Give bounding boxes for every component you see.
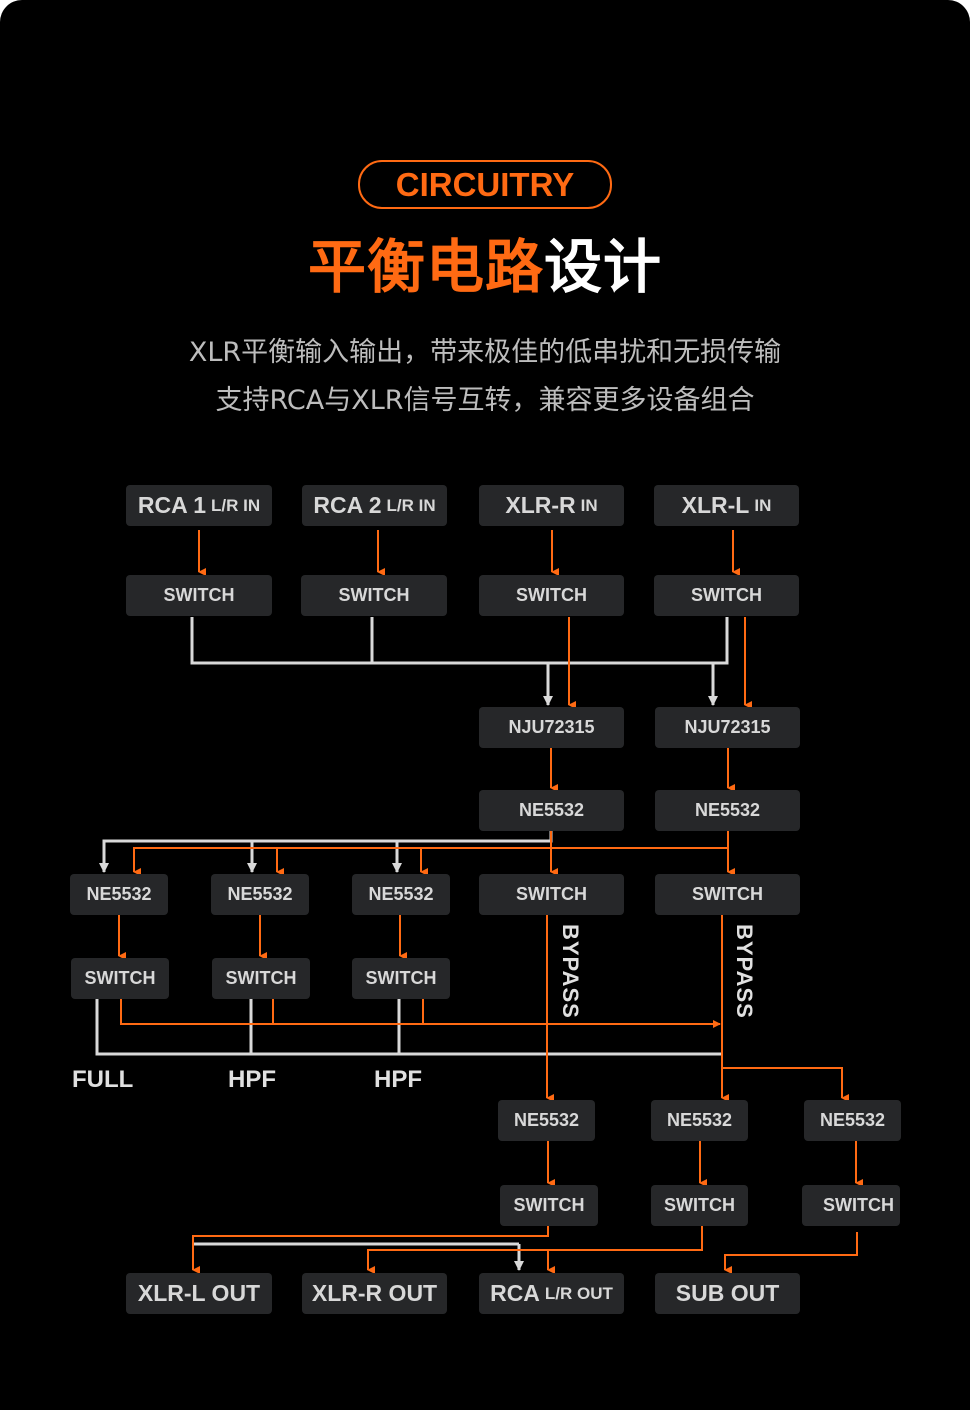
output-sub: SUB OUT bbox=[655, 1273, 800, 1314]
switch-box: SWITCH bbox=[651, 1185, 748, 1226]
input-label: RCA 1 bbox=[137, 492, 207, 518]
bypass-label: BYPASS bbox=[558, 924, 583, 1019]
output-xlr-r: XLR-R OUT bbox=[302, 1273, 447, 1314]
switch-box: SWITCH bbox=[654, 575, 799, 616]
subtitle-line-2: 支持RCA与XLR信号互转，兼容更多设备组合 bbox=[215, 385, 755, 416]
output-label: XLR-R OUT bbox=[311, 1280, 438, 1306]
output-label: XLR-L OUT bbox=[137, 1280, 261, 1306]
bypass-label: BYPASS bbox=[732, 924, 757, 1019]
switch-box: SWITCH bbox=[71, 958, 169, 999]
switch-box: SWITCH bbox=[352, 958, 450, 999]
switch-box: SWITCH bbox=[655, 874, 800, 915]
switch-box: SWITCH bbox=[301, 575, 447, 616]
input-label: XLR-L bbox=[681, 492, 750, 518]
input-suffix: L/R IN bbox=[211, 495, 261, 515]
input-suffix: L/R IN bbox=[386, 495, 436, 515]
input-label: RCA 2 bbox=[313, 492, 382, 518]
nju-box: NJU72315 bbox=[655, 707, 800, 748]
output-xlr-l: XLR-L OUT bbox=[126, 1273, 272, 1314]
ne5532-box: NE5532 bbox=[352, 874, 450, 915]
input-suffix: IN bbox=[754, 495, 772, 515]
subtitle-line-1: XLR平衡输入输出，带来极佳的低串扰和无损传输 bbox=[188, 337, 782, 368]
filter-label-full: FULL bbox=[72, 1066, 134, 1093]
filter-label-hpf: HPF bbox=[228, 1066, 276, 1093]
ne5532-box: NE5532 bbox=[70, 874, 168, 915]
filter-label-hpf: HPF bbox=[374, 1066, 422, 1093]
switch-box: SWITCH bbox=[500, 1185, 598, 1226]
title-orange: 平衡电路 bbox=[307, 233, 544, 301]
ne5532-box: NE5532 bbox=[804, 1100, 901, 1141]
switch-box: SWITCH bbox=[126, 575, 272, 616]
output-suffix: L/R OUT bbox=[544, 1283, 613, 1303]
input-label: XLR-R bbox=[505, 492, 576, 518]
nju-box: NJU72315 bbox=[479, 707, 624, 748]
output-label: RCA bbox=[490, 1280, 540, 1306]
circuitry-badge: CIRCUITRY bbox=[358, 160, 612, 209]
ne5532-box: NE5532 bbox=[498, 1100, 595, 1141]
page-title: 平衡电路设计 bbox=[0, 220, 970, 304]
ne5532-box: NE5532 bbox=[655, 790, 800, 831]
switch-box: SWITCH bbox=[479, 874, 624, 915]
switch-box: SWITCH bbox=[479, 575, 624, 616]
switch-box: SWITCH bbox=[802, 1185, 900, 1226]
ne5532-box: NE5532 bbox=[211, 874, 309, 915]
ne5532-box: NE5532 bbox=[651, 1100, 748, 1141]
title-white: 设计 bbox=[544, 233, 663, 301]
switch-box: SWITCH bbox=[212, 958, 310, 999]
ne5532-box: NE5532 bbox=[479, 790, 624, 831]
output-label: SUB OUT bbox=[675, 1280, 780, 1306]
input-suffix: IN bbox=[580, 495, 598, 515]
